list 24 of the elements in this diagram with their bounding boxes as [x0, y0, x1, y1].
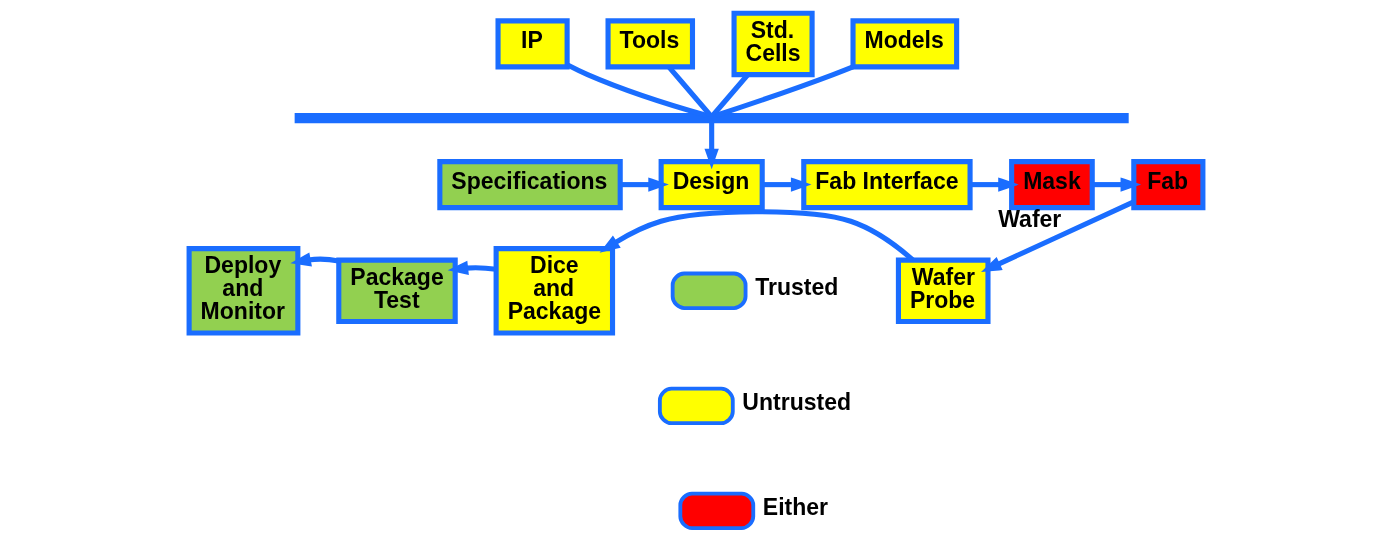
arrow — [970, 177, 1019, 192]
legend-label: Untrusted — [742, 389, 852, 416]
arrow — [704, 120, 719, 170]
arrow — [981, 199, 1135, 273]
arrow — [1092, 177, 1142, 192]
node-box: Deploy and Monitor — [186, 246, 301, 336]
arrow — [620, 177, 669, 192]
node-box: Wafer Probe — [895, 257, 991, 325]
node-box: Dice and Package — [493, 246, 616, 336]
node-bar — [294, 113, 1129, 124]
arrow — [762, 177, 812, 192]
node-box: Design — [658, 159, 765, 211]
legend-label: Trusted — [755, 274, 839, 301]
node-box: Specifications — [437, 159, 623, 211]
node-box: Tools — [605, 18, 696, 70]
arrow — [447, 260, 497, 276]
node-box: Fab Interface — [801, 159, 973, 211]
node-box: Fab — [1131, 159, 1206, 211]
node-box: Std. Cells — [731, 10, 815, 78]
node-box: Package Test — [336, 257, 458, 325]
arrow — [290, 252, 340, 267]
legend-label: Either — [762, 494, 829, 521]
node-box: Models — [850, 18, 960, 70]
node-box: IP — [495, 18, 570, 70]
